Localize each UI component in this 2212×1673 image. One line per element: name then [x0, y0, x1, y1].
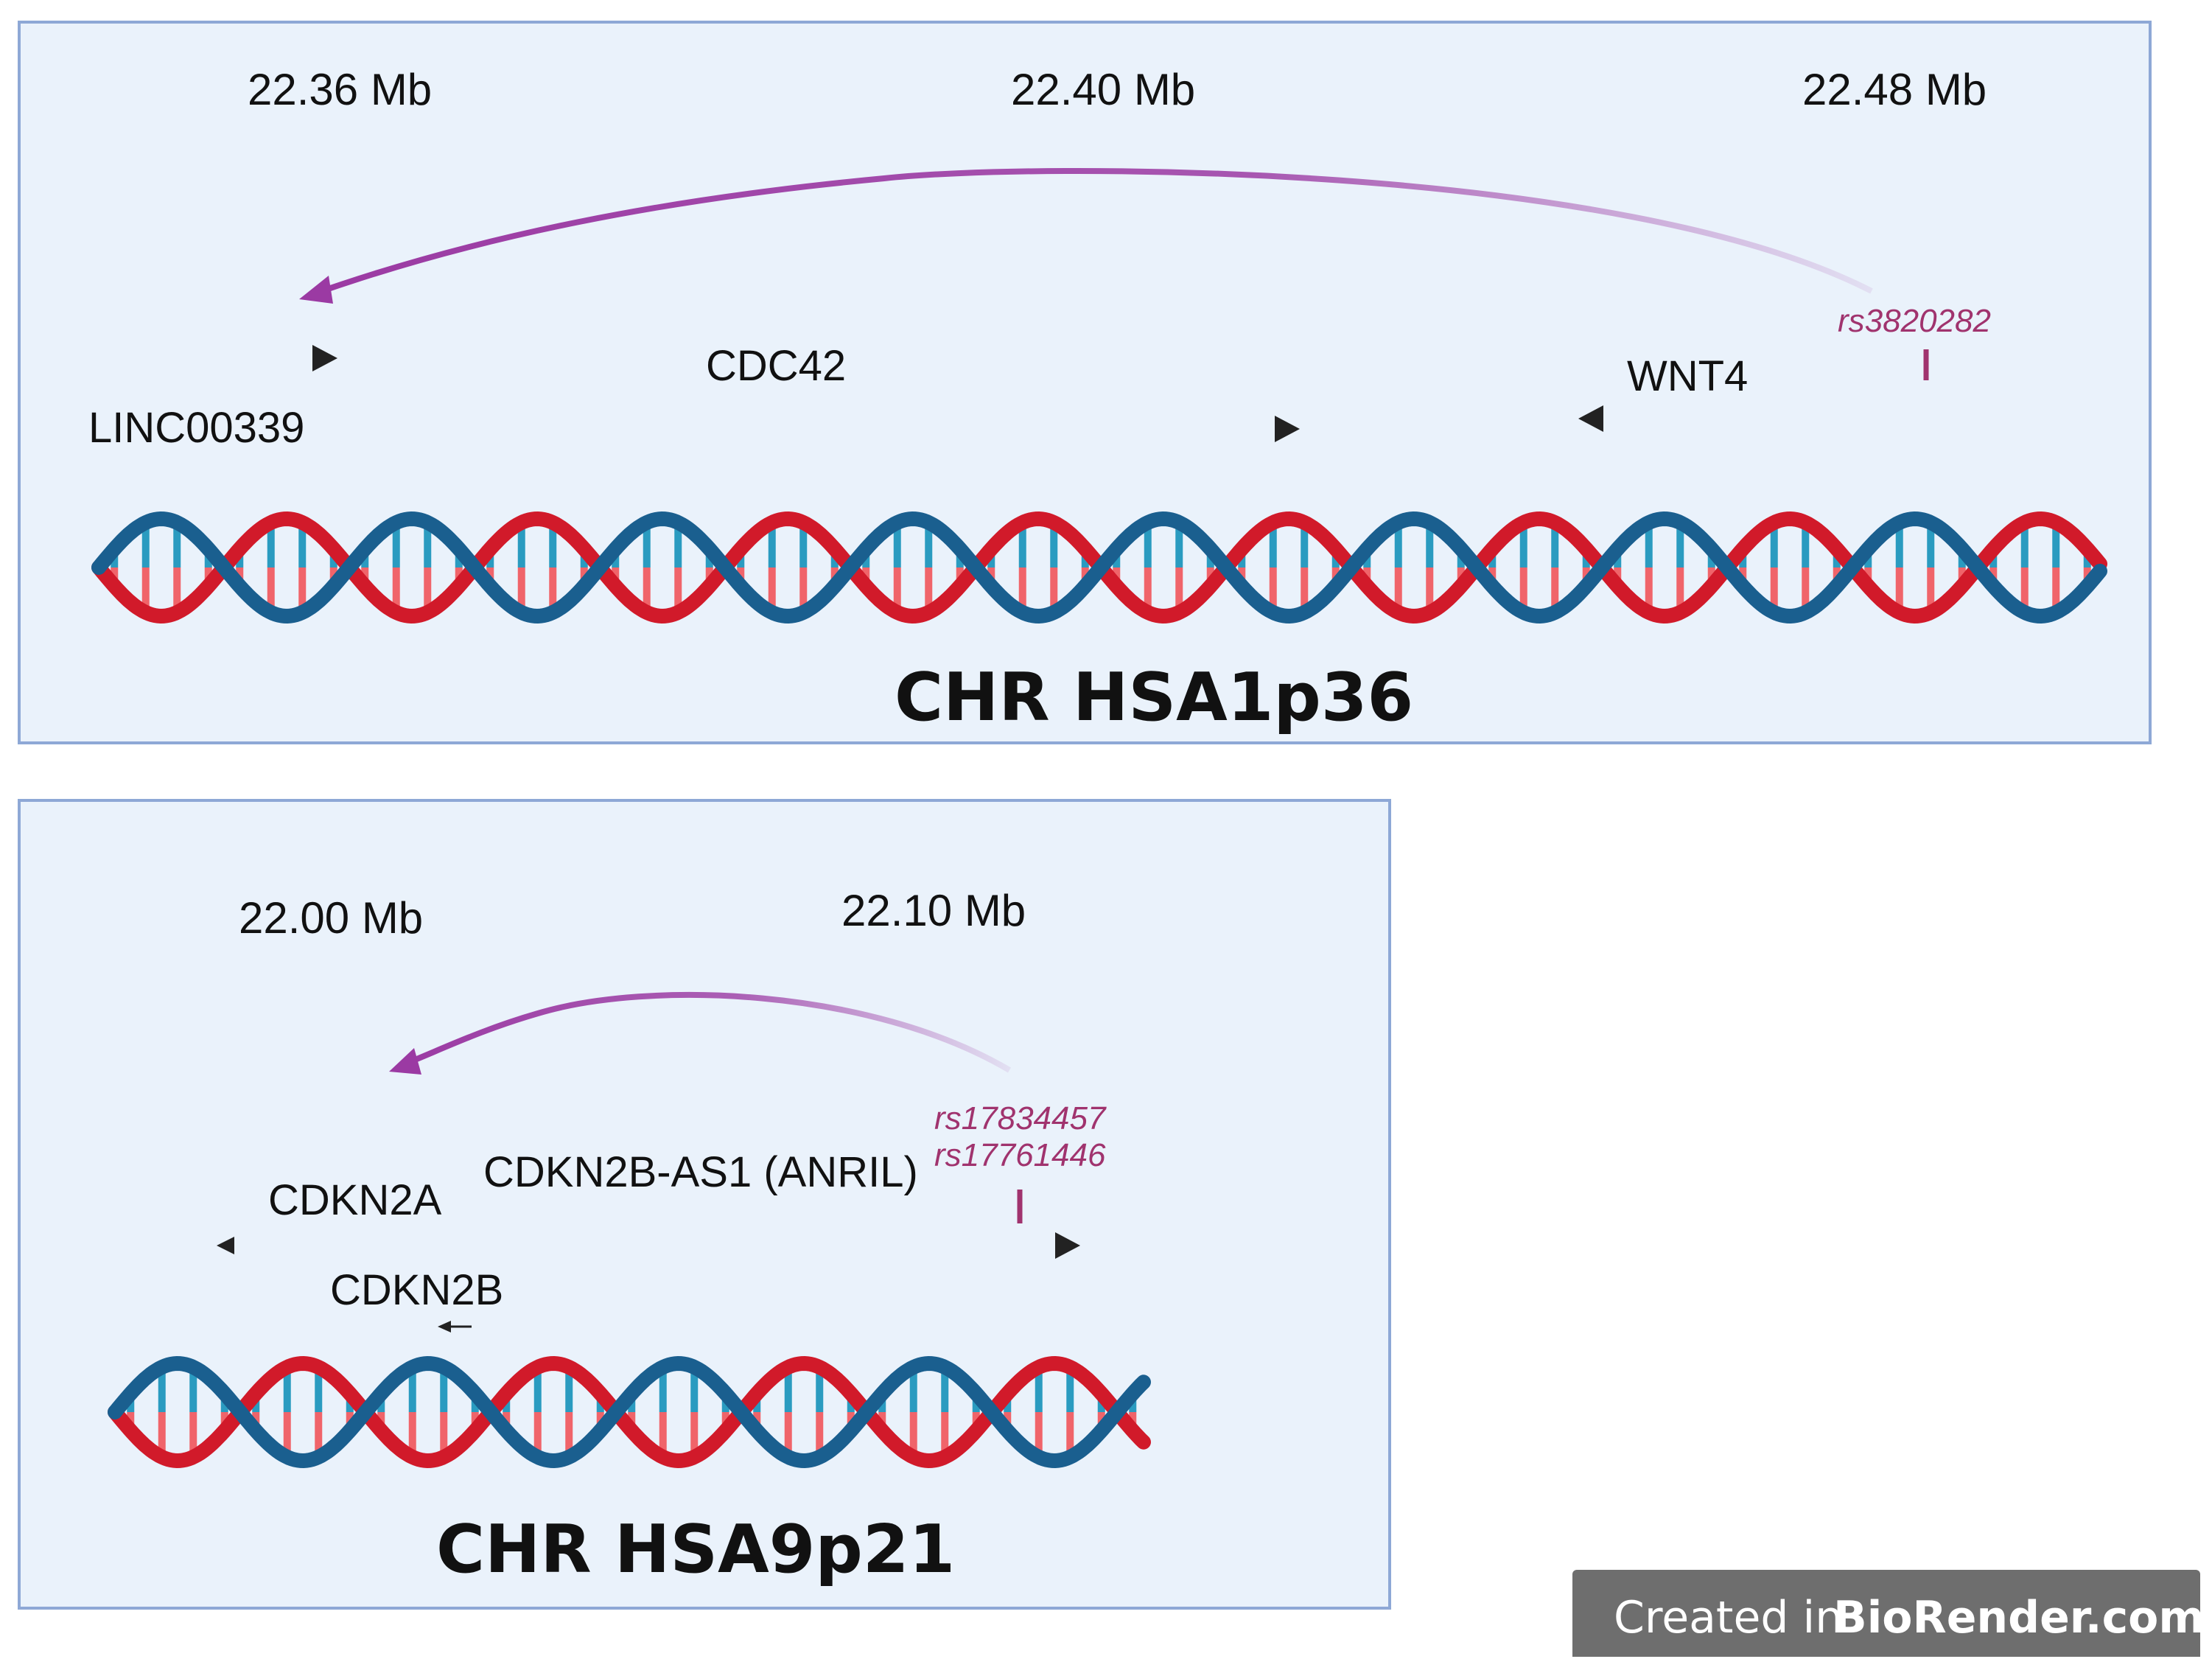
snp-label-rs17761446: rs17761446 — [934, 1137, 1106, 1173]
gene-label-cdkn2b: CDKN2B — [330, 1266, 504, 1314]
gene-label-linc00339: LINC00339 — [88, 404, 305, 452]
gene-label-anril: CDKN2B-AS1 (ANRIL) — [483, 1148, 918, 1196]
helix-strand-blue — [91, 511, 2107, 624]
biorender-badge: Created in BioRender.com — [1572, 1570, 2205, 1657]
interaction-arrowhead-bottom — [389, 1048, 421, 1075]
panel-chr9p21 — [18, 799, 1391, 1610]
panel-chr1p36 — [18, 21, 2152, 744]
position-label-22-00: 22.00 Mb — [239, 893, 424, 943]
interaction-arrowhead-top — [299, 276, 333, 304]
helix-strand-blue — [108, 1355, 1151, 1469]
interaction-arc-top — [314, 167, 1873, 296]
dna-helix-bottom — [108, 1355, 1151, 1469]
gene-label-wnt4: WNT4 — [1627, 352, 1749, 400]
position-label-22-36: 22.36 Mb — [248, 65, 433, 114]
interaction-arc-bottom — [402, 992, 1012, 1073]
badge-prefix: Created in — [1614, 1592, 1844, 1644]
badge-brand: BioRender.com — [1833, 1592, 2205, 1644]
helix-strand-red — [108, 1355, 1151, 1469]
chromosome-label-top: CHR HSA1p36 — [895, 659, 1414, 736]
gene-label-cdkn2a: CDKN2A — [268, 1176, 442, 1224]
snp-label-rs3820282: rs3820282 — [1838, 303, 1991, 339]
dna-helix-top — [91, 511, 2107, 624]
gene-label-cdc42: CDC42 — [706, 342, 847, 390]
position-label-22-40: 22.40 Mb — [1011, 65, 1196, 114]
position-label-22-10: 22.10 Mb — [841, 886, 1026, 935]
position-label-22-48: 22.48 Mb — [1802, 65, 1987, 114]
snp-label-rs17834457: rs17834457 — [934, 1100, 1106, 1136]
chromosome-label-bottom: CHR HSA9p21 — [436, 1511, 956, 1588]
